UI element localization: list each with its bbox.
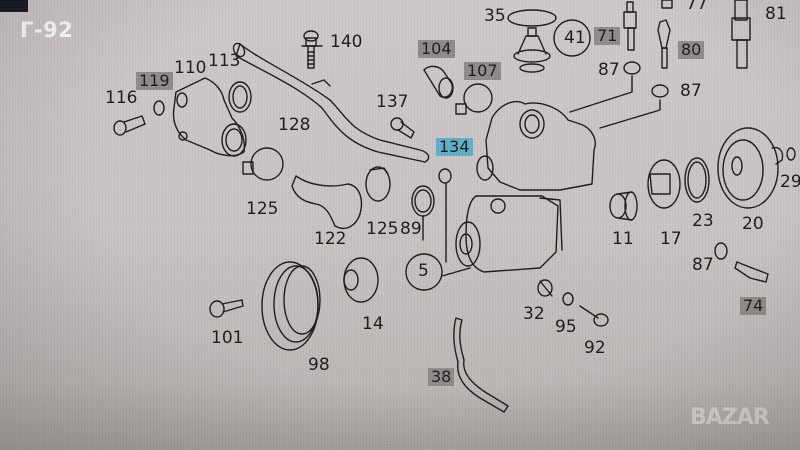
bolt-137-icon bbox=[390, 117, 415, 139]
washer-95-icon bbox=[562, 292, 574, 306]
part-label-137: 137 bbox=[376, 92, 409, 112]
pipe-128-icon bbox=[232, 42, 430, 163]
washer-87b-icon bbox=[651, 84, 669, 98]
washer-87c-icon bbox=[714, 242, 728, 260]
pulley-20-icon bbox=[717, 127, 784, 209]
part-label-11: 11 bbox=[612, 229, 634, 249]
part-label-116: 116 bbox=[105, 88, 138, 108]
hose-122-icon bbox=[291, 175, 363, 230]
sensor-77-icon bbox=[661, 0, 673, 9]
washer-119-icon bbox=[153, 100, 165, 116]
gasket-23-icon bbox=[684, 157, 710, 203]
part-label-107: 107 bbox=[464, 62, 501, 80]
clamp-125b-icon bbox=[365, 166, 391, 202]
part-label-95: 95 bbox=[555, 317, 577, 337]
hose-38-icon bbox=[453, 317, 509, 413]
callout-41-circle bbox=[553, 19, 591, 57]
part-label-29: 29 bbox=[780, 172, 800, 192]
seal-113-icon bbox=[228, 81, 252, 113]
part-label-17: 17 bbox=[660, 229, 682, 249]
part-label-87b: 87 bbox=[680, 81, 702, 101]
gasket-35-icon bbox=[507, 9, 557, 27]
part-label-77: 77 bbox=[686, 0, 708, 14]
sleeve-32-icon bbox=[537, 279, 553, 297]
part-label-35: 35 bbox=[484, 6, 506, 26]
part-label-71: 71 bbox=[594, 27, 621, 45]
bolt-74-icon bbox=[734, 261, 769, 283]
part-label-38: 38 bbox=[428, 368, 455, 386]
pulley-98-icon bbox=[261, 261, 321, 351]
bolt-116-icon bbox=[113, 115, 146, 136]
part-label-32: 32 bbox=[523, 304, 545, 324]
part-label-140: 140 bbox=[330, 32, 363, 52]
washer-87a-icon bbox=[623, 61, 641, 75]
part-label-98: 98 bbox=[308, 355, 330, 375]
part-label-89: 89 bbox=[400, 219, 422, 239]
sensor-71-icon bbox=[623, 1, 637, 51]
sensor-80-icon bbox=[657, 19, 671, 69]
bazar-watermark: BAZAR bbox=[690, 405, 770, 430]
part-label-23: 23 bbox=[692, 211, 714, 231]
part-label-87a: 87 bbox=[598, 60, 620, 80]
bolt-92-icon bbox=[579, 305, 609, 327]
part-label-80: 80 bbox=[678, 41, 705, 59]
part-label-5: 5 bbox=[418, 261, 429, 281]
thermostat-41-icon bbox=[513, 27, 551, 73]
part-label-113: 113 bbox=[208, 51, 241, 71]
part-17-icon bbox=[647, 159, 681, 209]
housing-110-icon bbox=[172, 77, 247, 157]
water-pump-icon bbox=[455, 100, 596, 273]
part-label-119: 119 bbox=[136, 72, 173, 90]
hub-14-icon bbox=[343, 257, 379, 303]
part-label-128: 128 bbox=[278, 115, 311, 135]
part-label-81: 81 bbox=[765, 4, 787, 24]
part-label-41: 41 bbox=[564, 28, 586, 48]
part-label-110: 110 bbox=[174, 58, 207, 78]
part-label-134: 134 bbox=[436, 138, 473, 156]
callout-5-circle bbox=[405, 253, 443, 291]
part-label-104: 104 bbox=[418, 40, 455, 58]
part-label-122: 122 bbox=[314, 229, 347, 249]
part-label-74: 74 bbox=[740, 297, 767, 315]
part-label-125a: 125 bbox=[246, 199, 279, 219]
part-label-101: 101 bbox=[211, 328, 244, 348]
part-label-125b: 125 bbox=[366, 219, 399, 239]
sensor-81-icon bbox=[731, 0, 751, 69]
clamp-125-icon bbox=[242, 147, 284, 181]
top-dark-bar bbox=[0, 0, 28, 12]
bolt-140-icon bbox=[301, 30, 323, 69]
part-label-92: 92 bbox=[584, 338, 606, 358]
part-label-87c: 87 bbox=[692, 255, 714, 275]
part-11-icon bbox=[609, 191, 638, 221]
part-label-20: 20 bbox=[742, 214, 764, 234]
fitting-104-icon bbox=[423, 65, 454, 99]
bolt-101-icon bbox=[209, 299, 244, 318]
clamp-107-icon bbox=[455, 83, 493, 115]
part-label-14: 14 bbox=[362, 314, 384, 334]
washer-29-icon bbox=[786, 147, 796, 161]
listing-code-badge: Г-92 bbox=[20, 18, 74, 42]
seal-134-icon bbox=[438, 168, 452, 184]
